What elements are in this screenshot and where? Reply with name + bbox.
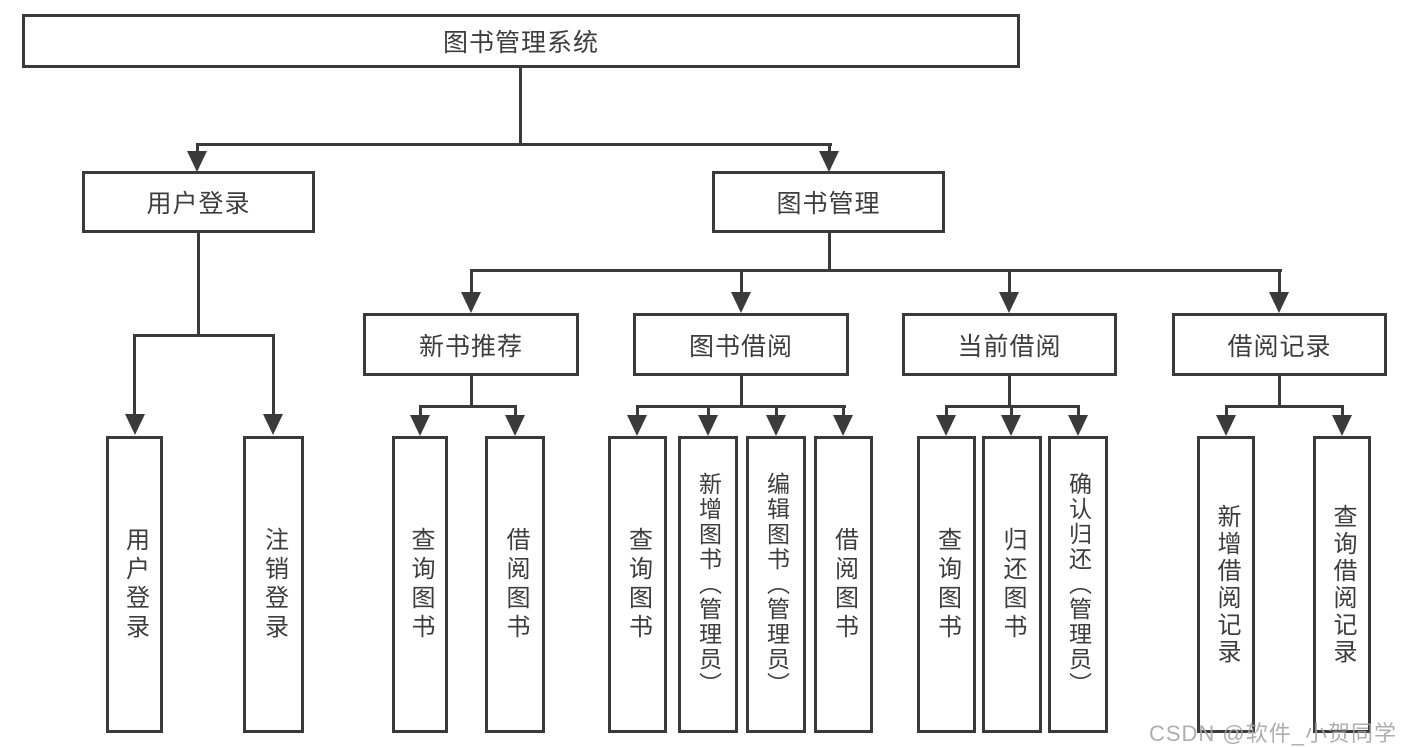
arrowhead-down-icon: [627, 415, 647, 436]
connector-recommend-stem: [470, 376, 473, 408]
connector-root-left-drop: [196, 143, 199, 155]
leaf-borrow-books-recommend: 借阅图书: [485, 436, 545, 733]
connector-records-crossbar: [1225, 405, 1344, 408]
connector-borrowing-stem: [740, 376, 743, 408]
arrowhead-down-icon: [999, 292, 1019, 313]
leaf-query-books-current: 查询图书: [917, 436, 976, 733]
connector-bookmgmt-drop-4: [1278, 269, 1281, 296]
connector-root-right-drop: [828, 143, 831, 155]
arrowhead-down-icon: [263, 414, 283, 435]
connector-recommend-crossbar: [419, 405, 517, 408]
connector-current-drop-3: [1077, 405, 1080, 419]
arrowhead-down-icon: [187, 151, 207, 172]
leaf-query-books-recommend: 查询图书: [392, 436, 448, 733]
arrowhead-down-icon: [410, 415, 430, 436]
node-user-login: 用户登录: [82, 171, 315, 233]
node-current-borrowing: 当前借阅: [902, 313, 1117, 376]
connector-current-drop-2: [1010, 405, 1013, 419]
leaf-edit-books-admin: 编辑图书（管理员）: [746, 436, 806, 733]
connector-current-drop-1: [945, 405, 948, 419]
leaf-query-books-borrowing: 查询图书: [608, 436, 667, 733]
connector-records-drop-1: [1225, 405, 1228, 419]
connector-userlogin-crossbar: [133, 334, 275, 337]
arrowhead-down-icon: [125, 414, 145, 435]
leaf-return-books: 归还图书: [982, 436, 1042, 733]
connector-records-stem: [1278, 376, 1281, 408]
connector-bookmgmt-crossbar: [470, 269, 1282, 272]
leaf-logout: 注销登录: [243, 436, 304, 733]
connector-records-drop-2: [1341, 405, 1344, 419]
arrowhead-down-icon: [936, 415, 956, 436]
arrowhead-down-icon: [1068, 415, 1088, 436]
connector-bookmgmt-drop-2: [740, 269, 743, 296]
connector-borrowing-drop-3: [775, 405, 778, 419]
node-borrowing-records: 借阅记录: [1172, 313, 1387, 376]
arrowhead-down-icon: [461, 292, 481, 313]
connector-recommend-drop-1: [419, 405, 422, 419]
connector-borrowing-drop-1: [636, 405, 639, 419]
node-book-management: 图书管理: [712, 171, 945, 233]
leaf-add-books-admin: 新增图书（管理员）: [678, 436, 738, 733]
connector-bookmgmt-drop-1: [470, 269, 473, 296]
arrowhead-down-icon: [1216, 415, 1236, 436]
connector-current-stem: [1008, 376, 1011, 408]
csdn-watermark: CSDN @软件_小贺同学: [1148, 721, 1397, 746]
connector-bookmgmt-stem: [828, 233, 831, 272]
arrowhead-down-icon: [698, 415, 718, 436]
arrowhead-down-icon: [731, 292, 751, 313]
arrowhead-down-icon: [1332, 415, 1352, 436]
connector-userlogin-drop-2: [272, 334, 275, 419]
connector-root-stem: [519, 68, 522, 146]
connector-borrowing-crossbar: [636, 405, 846, 408]
arrowhead-down-icon: [766, 415, 786, 436]
leaf-user-login: 用户登录: [106, 436, 163, 733]
leaf-add-borrow-record: 新增借阅记录: [1197, 436, 1255, 733]
node-new-book-recommend: 新书推荐: [363, 313, 579, 376]
connector-userlogin-stem: [197, 233, 200, 337]
arrowhead-down-icon: [833, 415, 853, 436]
connector-borrowing-drop-2: [707, 405, 710, 419]
arrowhead-down-icon: [1001, 415, 1021, 436]
connector-userlogin-drop-1: [133, 334, 136, 419]
leaf-borrow-books: 借阅图书: [814, 436, 873, 733]
arrowhead-down-icon: [505, 415, 525, 436]
arrowhead-down-icon: [819, 151, 839, 172]
node-root-library-system: 图书管理系统: [22, 14, 1020, 68]
arrowhead-down-icon: [1269, 292, 1289, 313]
connector-recommend-drop-2: [514, 405, 517, 419]
node-book-borrowing: 图书借阅: [633, 313, 849, 376]
connector-root-crossbar: [196, 143, 832, 146]
connector-borrowing-drop-4: [842, 405, 845, 419]
connector-bookmgmt-drop-3: [1008, 269, 1011, 296]
leaf-confirm-return-admin: 确认归还（管理员）: [1048, 436, 1108, 733]
leaf-query-borrow-record: 查询借阅记录: [1313, 436, 1371, 733]
